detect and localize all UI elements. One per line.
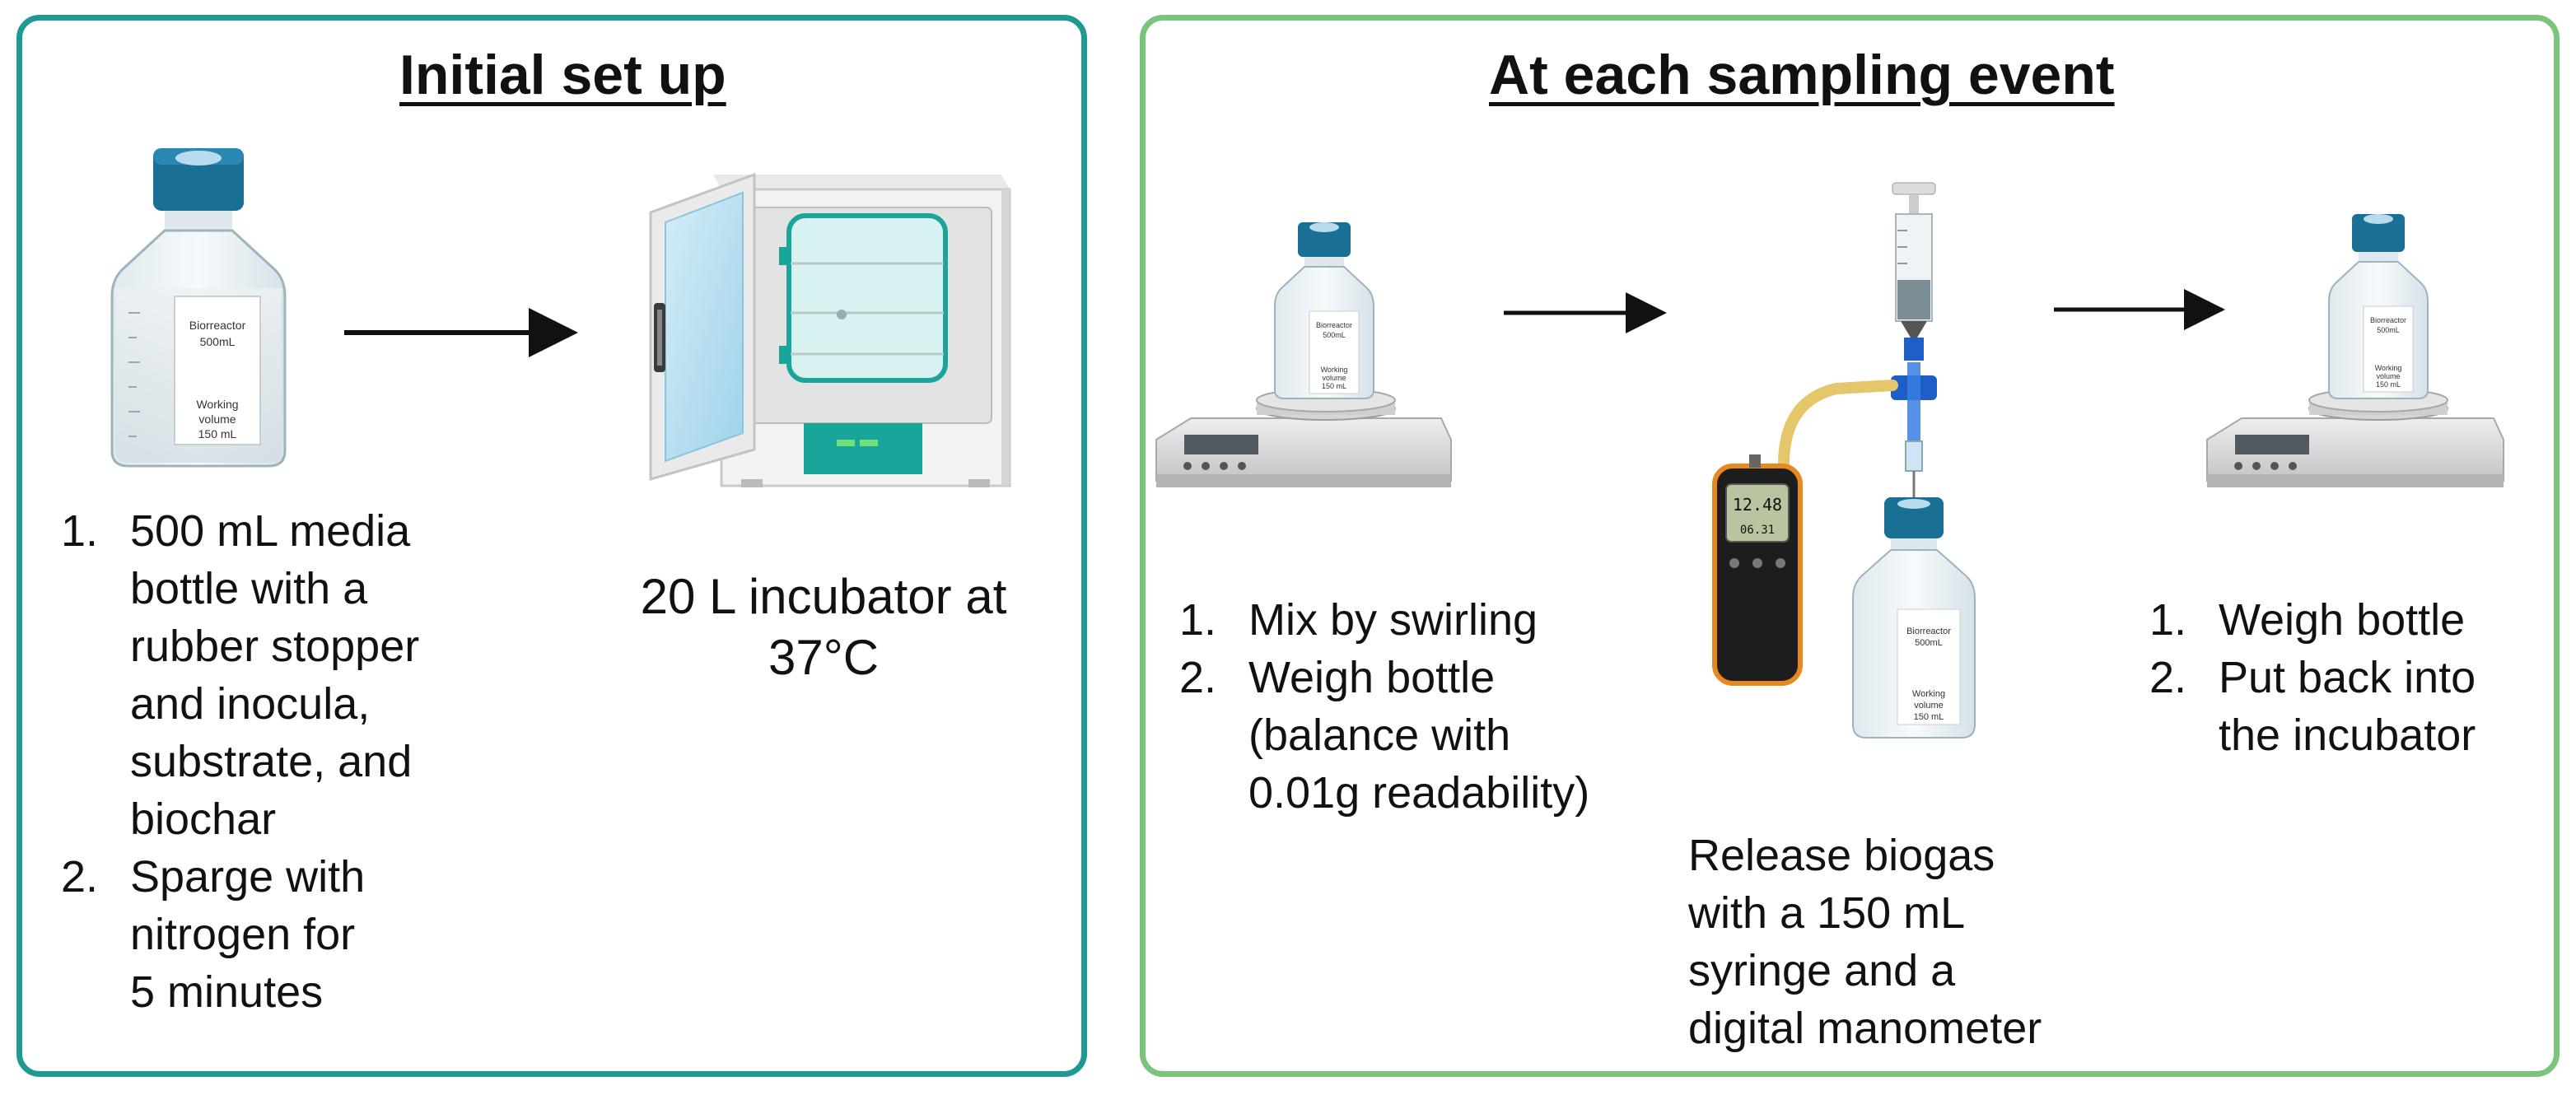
media-bottle-icon [2328, 214, 2429, 399]
step-line: and inocula, [130, 679, 371, 729]
manometer-reading-bottom: 06.31 [1740, 524, 1775, 537]
step-line: Mix by swirling [1248, 595, 1538, 645]
bottle-label-line: 500mL [2377, 326, 2400, 334]
step-number: 1. [1179, 595, 1217, 645]
bottle-label-line: Working [2375, 364, 2402, 372]
bottle-label-line: Biorreactor [189, 319, 246, 332]
initial-setup-title: Initial set up [399, 44, 726, 106]
step-number: 2. [2149, 653, 2187, 702]
sampling-step-c-2: 2. Put back into the incubator [2149, 649, 2536, 764]
bottle-label-line: 500mL [200, 335, 236, 348]
bottle-label-line: volume [2376, 372, 2400, 380]
bottle-label-line: 150 mL [2376, 380, 2401, 389]
step-number: 1. [2149, 595, 2187, 645]
bottle-label-line: 150 mL [198, 427, 237, 440]
step-line: Weigh bottle [1248, 653, 1496, 702]
caption-line: Release biogas [1688, 831, 1995, 880]
release-biogas-caption: Release biogas with a 150 mL syringe and… [1688, 827, 2149, 1057]
bottle-label-line: Biorreactor [2370, 316, 2406, 324]
bottle-label-line: volume [198, 412, 236, 426]
caption-line: with a 150 mL [1688, 888, 1966, 938]
incubator-icon [649, 172, 1011, 487]
step-line: nitrogen for [130, 910, 356, 959]
digital-manometer-icon [1712, 454, 1803, 686]
step-line: 0.01g readability) [1248, 768, 1590, 818]
caption-line: digital manometer [1688, 1004, 2042, 1053]
caption-line: 37°C [768, 630, 880, 685]
step-line: (balance with [1248, 711, 1511, 760]
syringe-icon [1891, 182, 1937, 497]
bottle-label-line: 500mL [1915, 638, 1943, 648]
step-line: 5 minutes [130, 967, 324, 1017]
step-line: the incubator [2219, 711, 2476, 760]
caption-line: syringe and a [1688, 946, 1956, 995]
sampling-step-a-2: 2. Weigh bottle (balance with 0.01g read… [1179, 649, 1673, 822]
step-line: Sparge with [130, 852, 366, 902]
sampling-steps-c-list: 1. Weigh bottle 2. Put back into the inc… [2149, 591, 2536, 764]
bottle-label-line: Working [1912, 689, 1945, 699]
sampling-step-c-1: 1. Weigh bottle [2149, 591, 2536, 649]
bottle-label-line: Working [1321, 366, 1348, 374]
step-number: 2. [61, 852, 99, 902]
sampling-step-a-1: 1. Mix by swirling [1179, 591, 1673, 649]
step-line: biochar [130, 794, 277, 844]
bottle-label-line: 150 mL [1322, 382, 1346, 390]
incubator-caption: 20 L incubator at 37°C [593, 566, 1054, 688]
step-number: 1. [61, 506, 99, 556]
step-line: Put back into [2219, 653, 2476, 702]
step-line: bottle with a [130, 564, 368, 613]
step-line: Weigh bottle [2219, 595, 2466, 645]
step-line: 500 mL media [130, 506, 411, 556]
bottle-label-line: 500mL [1323, 331, 1346, 339]
step-number: 2. [1179, 653, 1217, 702]
media-bottle-icon [1274, 222, 1374, 399]
bottle-label-line: Biorreactor [1906, 627, 1951, 636]
sampling-event-title: At each sampling event [1489, 44, 2115, 106]
bottle-label-line: 150 mL [1914, 712, 1944, 722]
setup-step-2: 2. Sparge with nitrogen for 5 minutes [61, 848, 522, 1021]
manometer-reading-top: 12.48 [1733, 495, 1782, 515]
setup-steps-list: 1. 500 mL media bottle with a rubber sto… [61, 502, 522, 1021]
bottle-label-line: Biorreactor [1316, 321, 1352, 329]
bottle-label-line: Working [196, 398, 238, 411]
sampling-steps-a-list: 1. Mix by swirling 2. Weigh bottle (bala… [1179, 591, 1673, 822]
setup-step-1: 1. 500 mL media bottle with a rubber sto… [61, 502, 522, 848]
bottle-label-line: volume [1914, 701, 1943, 711]
media-bottle-icon [1852, 497, 1976, 739]
bottle-label-line: volume [1322, 374, 1346, 382]
caption-line: 20 L incubator at [640, 569, 1007, 624]
balance-scale-icon [2206, 388, 2504, 487]
step-line: substrate, and [130, 737, 413, 786]
step-line: rubber stopper [130, 622, 420, 671]
balance-scale-icon [1155, 388, 1452, 487]
sampling-event-panel [1140, 15, 2560, 1077]
media-bottle-icon [110, 148, 287, 468]
